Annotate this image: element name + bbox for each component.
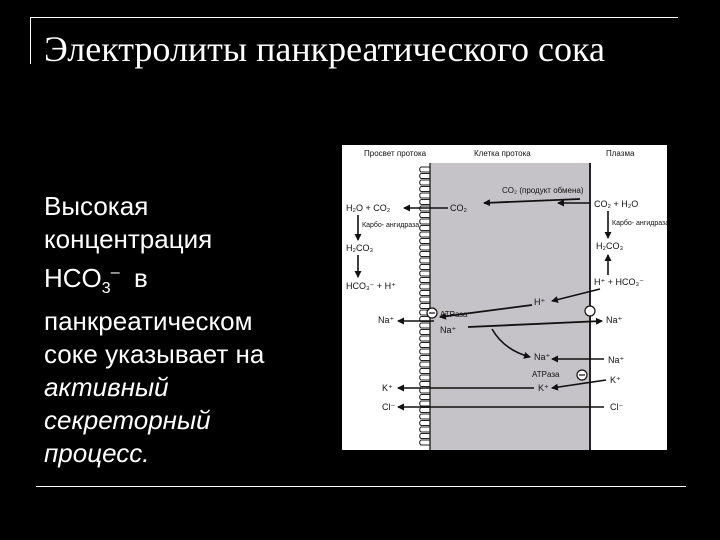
label-na-plasma-top: Na⁺ — [606, 315, 623, 325]
slide-title: Электролиты панкреатического сока — [44, 29, 605, 69]
body-line-6: активный — [44, 372, 169, 402]
label-cl-lumen: Cl⁻ — [382, 402, 395, 412]
body-line-8: процесс. — [44, 438, 150, 468]
label-h2co3-left: H₂CO₃ — [346, 243, 373, 253]
label-k-lumen: K⁺ — [382, 383, 393, 393]
title-frame-top — [30, 17, 678, 18]
body-line-5: соке указывает на — [44, 339, 265, 369]
body-line-4: панкреатическом — [44, 306, 253, 336]
arrow-na-recycle — [491, 328, 531, 359]
label-h2co3-right: H₂CO₃ — [596, 241, 623, 251]
arrow-h-into-cell — [551, 288, 601, 303]
header-lumen: Просвет протока — [364, 149, 427, 158]
label-h-hco3-right: H⁺ + HCO₃⁻ — [594, 277, 644, 287]
label-na-plasma-bottom: Na⁺ — [608, 355, 625, 365]
label-co2-left: CO₂ — [450, 203, 468, 213]
hco3-rest: в — [134, 263, 148, 293]
arrow-na-to-plasma — [467, 317, 603, 328]
hco3-subscript: 3 — [101, 280, 111, 297]
header-cell: Клетка протока — [474, 149, 531, 158]
hco3-base: HCO — [44, 263, 102, 293]
arrow-co2-exchange — [483, 198, 581, 207]
duct-cell-diagram: Просвет протока Клетка протока Плазма H₂… — [342, 145, 667, 450]
cell-body — [430, 163, 590, 450]
body-line-7: секреторный — [44, 405, 211, 435]
label-na-lumen: Na⁺ — [378, 315, 395, 325]
microvilli — [419, 166, 430, 446]
label-carbo-left: Карбо- ангидраза — [362, 221, 419, 229]
label-atpase-bottom: ATPаза — [532, 370, 560, 379]
label-na-cell-top: Na⁺ — [440, 325, 457, 335]
label-h2o-co2-right: CO₂ + H₂O — [594, 199, 638, 209]
bottom-rule — [36, 486, 686, 487]
basolateral-carrier — [584, 305, 596, 317]
body-line-2: концентрация — [44, 224, 213, 254]
body-line-1: Высокая — [44, 191, 149, 221]
arrow-k-into-cell — [551, 379, 607, 391]
label-k-plasma: K⁺ — [610, 375, 621, 385]
body-line-hco3: HCO3– в — [44, 256, 334, 305]
hco3-superscript: – — [110, 264, 120, 281]
header-plasma: Плазма — [606, 149, 635, 158]
label-cl-plasma: Cl⁻ — [610, 402, 623, 412]
label-hco3-h-left: HCO₃⁻ + H⁺ — [346, 281, 396, 291]
label-k-cell: K⁺ — [538, 383, 549, 393]
title-frame-left — [30, 17, 31, 64]
label-h2o-co2-left: H₂O + CO₂ — [346, 203, 391, 213]
arrow-h-to-pump — [439, 304, 533, 320]
label-h-plus: H⁺ — [534, 297, 545, 307]
label-carbo-right: Карбо- ангидраза — [612, 219, 667, 227]
diagram-svg: Просвет протока Клетка протока Плазма H₂… — [342, 145, 667, 450]
label-co2-exchange: CO₂ (продукт обмена) — [502, 186, 584, 195]
label-na-cell-bottom: Na⁺ — [534, 352, 551, 362]
slide-body: Высокая концентрация HCO3– в панкреатиче… — [44, 190, 334, 470]
